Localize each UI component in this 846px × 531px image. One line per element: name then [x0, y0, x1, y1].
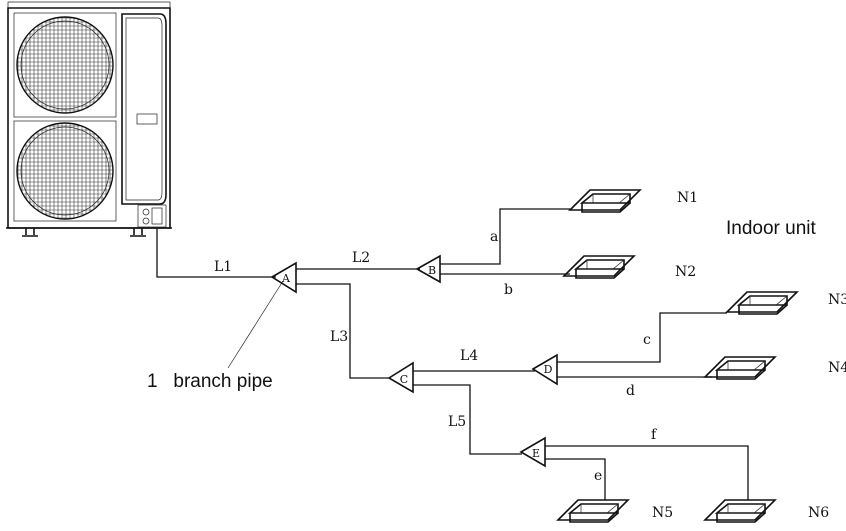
indoor-unit-n5-label: N5 — [652, 505, 673, 521]
branch-joint-d-label: D — [544, 363, 553, 376]
pipe-l4-label: L4 — [460, 348, 478, 364]
fan-grille-bottom — [16, 122, 114, 220]
branch-joint-b-label: B — [428, 264, 436, 277]
branch-joint-e: E — [519, 436, 546, 468]
pipe-a-label: a — [490, 229, 498, 245]
pipe-l1-label: L1 — [214, 259, 232, 275]
pipe-f-label: f — [651, 427, 658, 443]
indoor-unit-n4: N4 — [704, 356, 846, 380]
branch-joint-a-label: A — [281, 272, 291, 285]
indoor-unit-n2: N2 — [563, 255, 696, 280]
pipe-l5-label: L5 — [448, 414, 466, 430]
outdoor-unit — [6, 1, 172, 237]
branch-pipe-caption: 1 branch pipe — [147, 371, 273, 392]
branch-joint-c-label: C — [400, 373, 408, 386]
fan-grille-top — [16, 16, 114, 114]
indoor-unit-n6-label: N6 — [808, 505, 829, 521]
branch-joint-b: B — [415, 254, 441, 284]
branch-pipe-labels: a b c d e f — [490, 229, 658, 484]
branch-joint-a: A — [270, 261, 297, 294]
branch-joint-e-label: E — [532, 447, 540, 460]
indoor-unit-n1: N1 — [569, 189, 698, 213]
pipes — [156, 208, 749, 500]
pipe-l3-label: L3 — [330, 329, 348, 345]
pipe-c-label: c — [643, 332, 651, 348]
pipe-l2-label: L2 — [352, 250, 370, 266]
pipe-d-label: d — [626, 383, 635, 399]
indoor-unit-n2-label: N2 — [675, 264, 696, 280]
indoor-unit-n1-label: N1 — [677, 190, 698, 206]
pipe-e-label: e — [594, 468, 602, 484]
indoor-unit-caption: Indoor unit — [726, 218, 817, 239]
indoor-unit-n3: N3 — [726, 291, 846, 315]
indoor-unit-n4-label: N4 — [828, 360, 846, 376]
branch-joint-d: D — [531, 353, 558, 386]
pipe-b-label: b — [504, 282, 513, 298]
indoor-unit-n3-label: N3 — [828, 292, 846, 308]
indoor-unit-n6: N6 — [704, 499, 829, 523]
indoor-unit-n5: N5 — [557, 499, 673, 523]
branch-joint-c: C — [387, 361, 414, 394]
main-pipe-labels: L1 L2 L3 L4 L5 — [214, 250, 478, 430]
